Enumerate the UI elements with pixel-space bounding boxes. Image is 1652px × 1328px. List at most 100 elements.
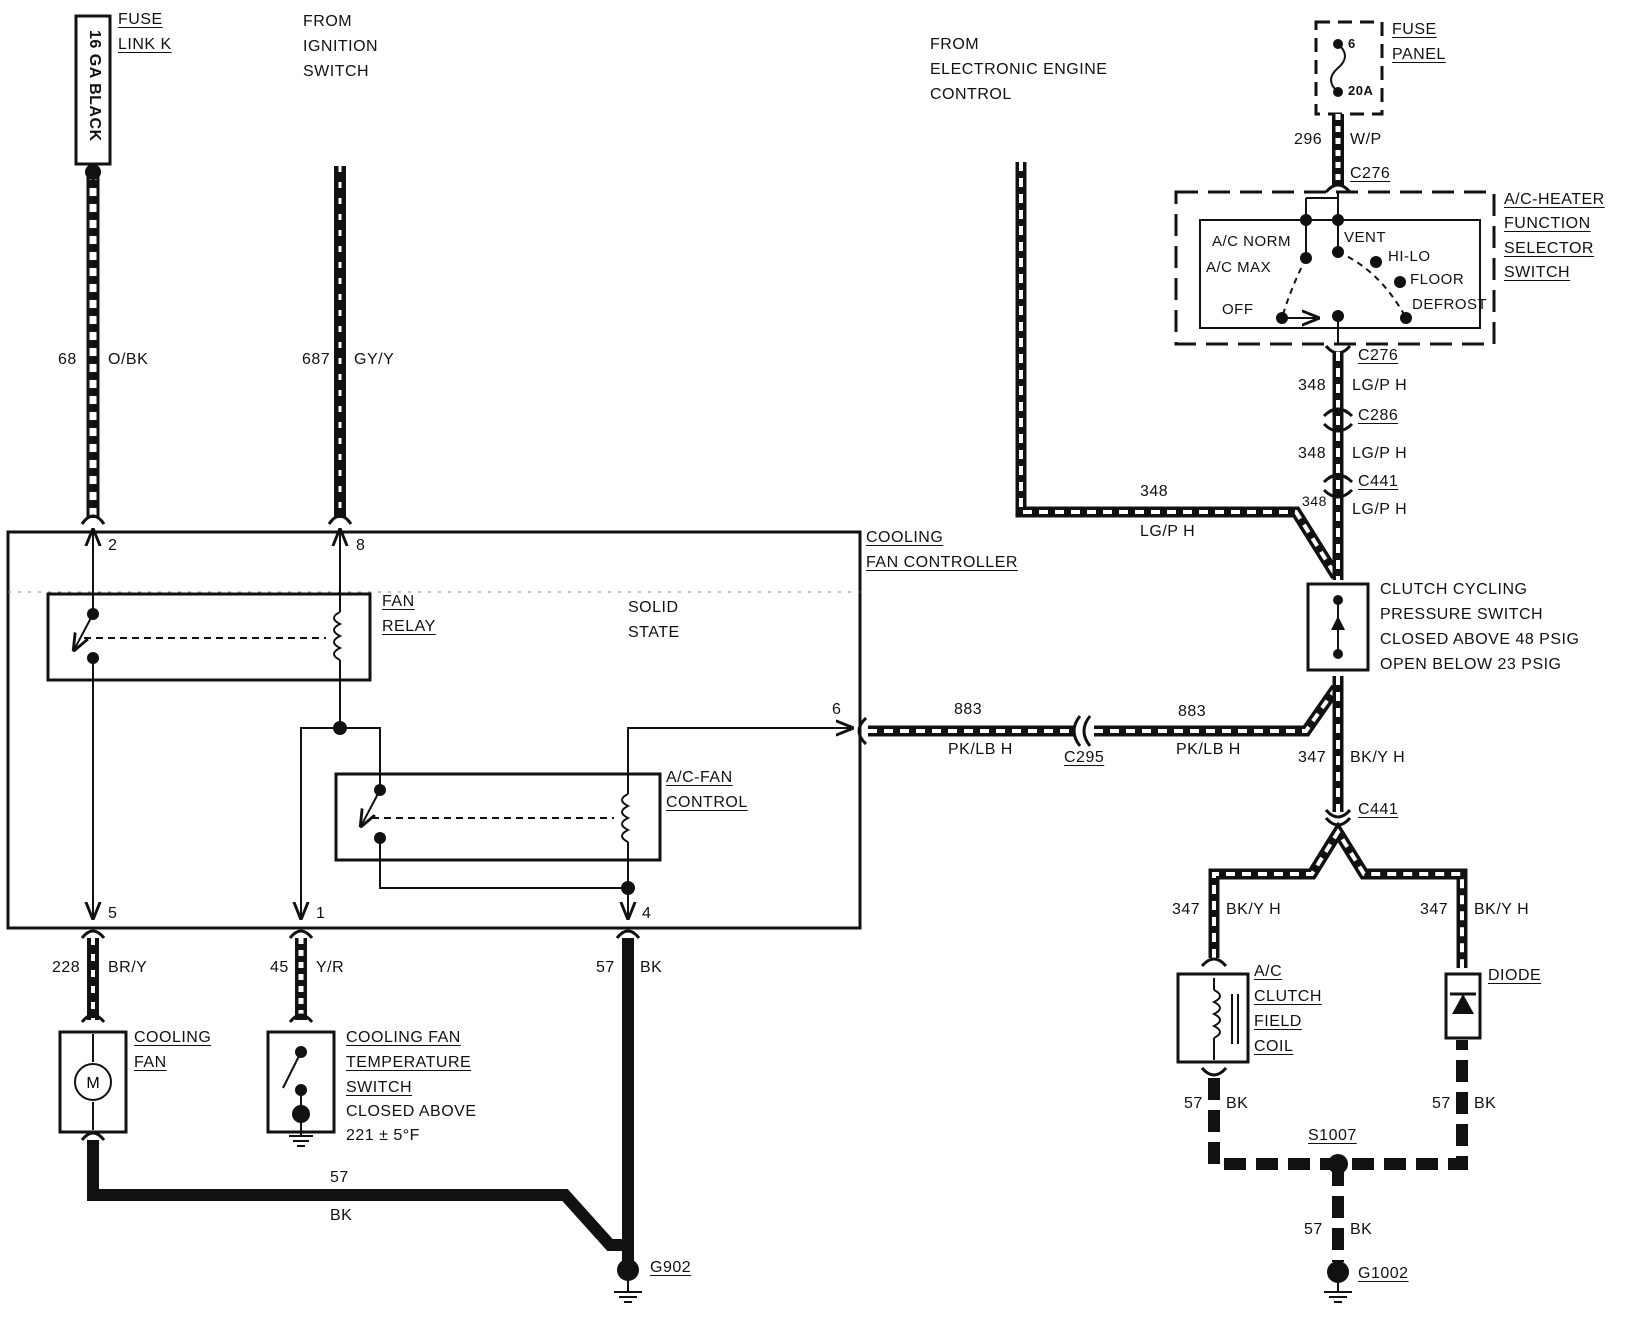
ground-g1002-symbol [1324, 1261, 1352, 1303]
wire-57-ground-right [1208, 1040, 1468, 1170]
clutch-coil-title-2: CLUTCH [1254, 988, 1322, 1005]
wire-57-pin4-circuit: 57 [596, 959, 615, 976]
cooling-fan-title-1: COOLING [134, 1029, 212, 1046]
wire-883-color-2: PK/LB H [1176, 741, 1241, 758]
c295-connector [1072, 715, 1092, 747]
wire-45-color: Y/R [316, 959, 345, 976]
c276-bottom-label: C276 [1358, 347, 1399, 364]
fan-relay-title-2: RELAY [382, 618, 436, 635]
wire-68-color: O/BK [108, 351, 149, 368]
wire-45-circuit: 45 [270, 959, 289, 976]
ground-g902-label: G902 [650, 1259, 692, 1276]
c441-top-label: C441 [1358, 473, 1399, 490]
selector-title-1: A/C-HEATER [1504, 191, 1605, 208]
position-ac-norm: A/C NORM [1212, 233, 1291, 250]
position-vent: VENT [1344, 229, 1387, 246]
wire-348-color-2: LG/P H [1352, 445, 1408, 462]
temp-switch-title-2: TEMPERATURE [346, 1054, 472, 1071]
selector-title-3: SELECTOR [1504, 240, 1594, 257]
eec-source-3: CONTROL [930, 86, 1012, 103]
wire-348-eec-color: LG/P H [1140, 523, 1196, 540]
temp-switch-title-1: COOLING FAN [346, 1029, 461, 1046]
pin-1-label: 1 [316, 905, 326, 922]
diode-label: DIODE [1488, 967, 1542, 984]
pressure-switch-note-2: OPEN BELOW 23 PSIG [1380, 656, 1562, 673]
wire-57-pin4-color: BK [640, 959, 663, 976]
fuse-link-title-2: LINK K [118, 36, 172, 53]
wire-348-circuit-3: 348 [1302, 493, 1327, 509]
temp-switch-ground [289, 1122, 313, 1147]
clutch-coil-title-3: FIELD [1254, 1013, 1302, 1030]
ground-g902-symbol [614, 1259, 642, 1303]
temp-switch-title-3: SWITCH [346, 1079, 413, 1096]
wire-57-diode-circuit: 57 [1432, 1095, 1451, 1112]
c276-top-label: C276 [1350, 165, 1391, 182]
position-ac-max: A/C MAX [1206, 259, 1272, 276]
wire-347-color-2: BK/Y H [1226, 901, 1282, 918]
wire-347-color-1: BK/Y H [1350, 749, 1406, 766]
fuse-cavity: 6 [1348, 36, 1356, 51]
motor-symbol [74, 1063, 112, 1101]
wire-347-circuit-2: 347 [1172, 901, 1201, 918]
controller-title-1: COOLING [866, 529, 944, 546]
wire-687-color: GY/Y [354, 351, 395, 368]
ignition-source-1: FROM [303, 13, 353, 30]
pressure-switch-note-1: CLOSED ABOVE 48 PSIG [1380, 631, 1580, 648]
fan-relay-box [46, 592, 372, 682]
fuse-panel-title-1: FUSE [1392, 21, 1437, 38]
ignition-source-2: IGNITION [303, 38, 379, 55]
pin-6-label: 6 [832, 701, 842, 718]
c286-label: C286 [1358, 407, 1399, 424]
position-floor: FLOOR [1410, 271, 1465, 288]
wire-296-color: W/P [1350, 131, 1382, 148]
position-hi-lo: HI-LO [1388, 248, 1431, 265]
eec-source-1: FROM [930, 36, 980, 53]
position-defrost: DEFROST [1412, 296, 1488, 313]
wire-57-g1002-color: BK [1350, 1221, 1373, 1238]
fuse-panel-box [1314, 20, 1384, 116]
wire-348-color-3: LG/P H [1352, 501, 1408, 518]
fuse-rating: 20A [1348, 83, 1374, 98]
controller-title-2: FAN CONTROLLER [866, 554, 1018, 571]
wire-57-g1002-circuit: 57 [1304, 1221, 1323, 1238]
wire-348-eec-circuit: 348 [1140, 483, 1169, 500]
fuse-link-title-1: FUSE [118, 11, 163, 28]
pin-8-label: 8 [356, 537, 366, 554]
wire-883-circuit-2: 883 [1178, 703, 1207, 720]
solid-state-2: STATE [628, 624, 680, 641]
wire-883-color-1: PK/LB H [948, 741, 1013, 758]
position-off: OFF [1222, 301, 1254, 318]
selector-title-4: SWITCH [1504, 264, 1571, 281]
temp-switch-note-2: 221 ± 5°F [346, 1127, 420, 1144]
fan-relay-title-1: FAN [382, 593, 415, 610]
motor-label: M [86, 1075, 99, 1092]
wire-687-circuit: 687 [302, 351, 331, 368]
wire-228-color: BR/Y [108, 959, 148, 976]
temp-switch-note-1: CLOSED ABOVE [346, 1103, 477, 1120]
clutch-coil-title-1: A/C [1254, 963, 1283, 980]
wire-347-split [1208, 821, 1468, 968]
wire-68-circuit: 68 [58, 351, 77, 368]
eec-source-2: ELECTRONIC ENGINE [930, 61, 1108, 78]
c295-label: C295 [1064, 749, 1105, 766]
selector-switch-outer [1174, 190, 1496, 346]
wire-57-ground-color: BK [330, 1207, 353, 1224]
ac-fan-control-box [334, 772, 662, 862]
pin-2-label: 2 [108, 537, 118, 554]
wire-348-color-1: LG/P H [1352, 377, 1408, 394]
wire-348-eec [1015, 162, 1341, 579]
ignition-source-3: SWITCH [303, 63, 370, 80]
wire-883 [868, 684, 1341, 737]
wire-347-color-3: BK/Y H [1474, 901, 1530, 918]
wire-347-circuit-3: 347 [1420, 901, 1449, 918]
wire-347-circuit-1: 347 [1298, 749, 1327, 766]
wire-57-clutch-circuit: 57 [1184, 1095, 1203, 1112]
clutch-coil-title-4: COIL [1254, 1038, 1294, 1055]
fuse-link-wire: 16 GA BLACK [86, 30, 103, 142]
selector-title-2: FUNCTION [1504, 215, 1591, 232]
pressure-switch-title-1: CLUTCH CYCLING [1380, 581, 1528, 598]
fuse-link-box [74, 14, 112, 166]
wire-883-circuit-1: 883 [954, 701, 983, 718]
wire-228-circuit: 228 [52, 959, 81, 976]
